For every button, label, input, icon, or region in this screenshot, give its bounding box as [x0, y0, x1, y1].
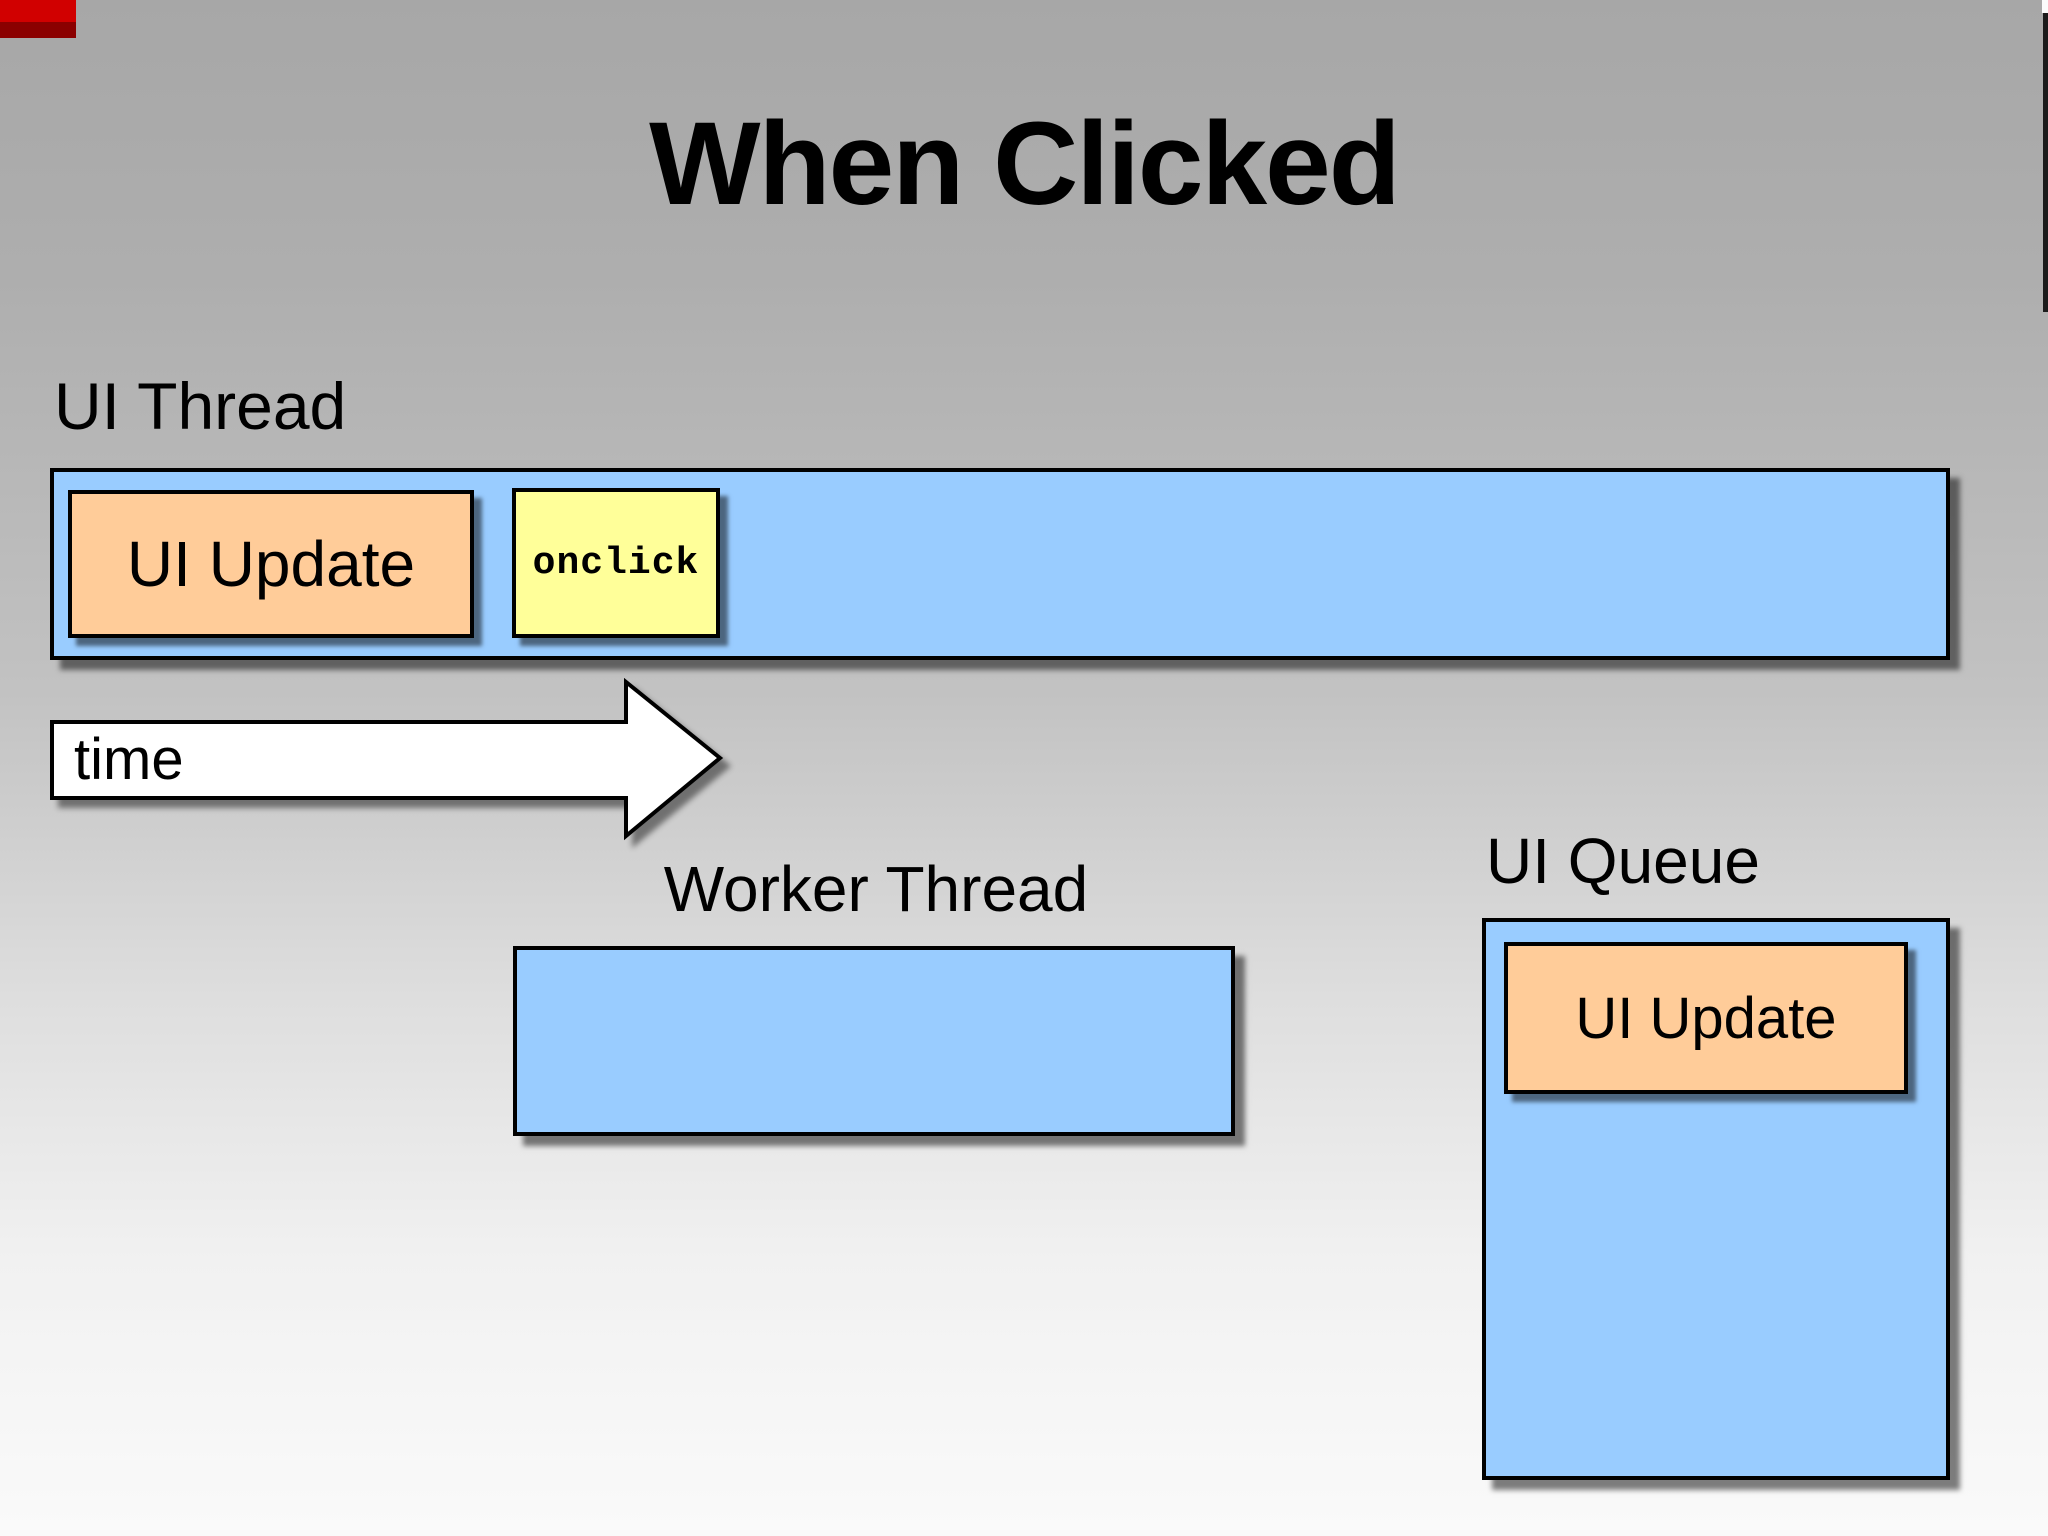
time-arrow-shape — [50, 678, 724, 841]
slide-title: When Clicked — [649, 98, 1401, 230]
worker-thread-bar — [513, 946, 1235, 1136]
recording-artifact-dark — [0, 22, 76, 38]
ui-thread-bar: UI Update onclick — [50, 468, 1950, 660]
video-edge-artifact — [2043, 0, 2048, 312]
ui-thread-label: UI Thread — [54, 369, 347, 443]
recording-artifact-bright — [0, 0, 76, 22]
worker-thread-label: Worker Thread — [663, 853, 1089, 925]
ui-queue-box: UI Update — [1482, 918, 1950, 1480]
queued-ui-update-box: UI Update — [1504, 942, 1908, 1094]
ui-update-box: UI Update — [68, 490, 474, 638]
time-arrow: time — [50, 678, 740, 848]
recording-artifact — [0, 0, 76, 38]
time-label: time — [74, 727, 184, 792]
video-edge-notch — [2042, 0, 2048, 13]
ui-queue-label: UI Queue — [1486, 825, 1760, 897]
time-arrow-polygon — [50, 678, 724, 841]
onclick-box: onclick — [512, 488, 720, 638]
